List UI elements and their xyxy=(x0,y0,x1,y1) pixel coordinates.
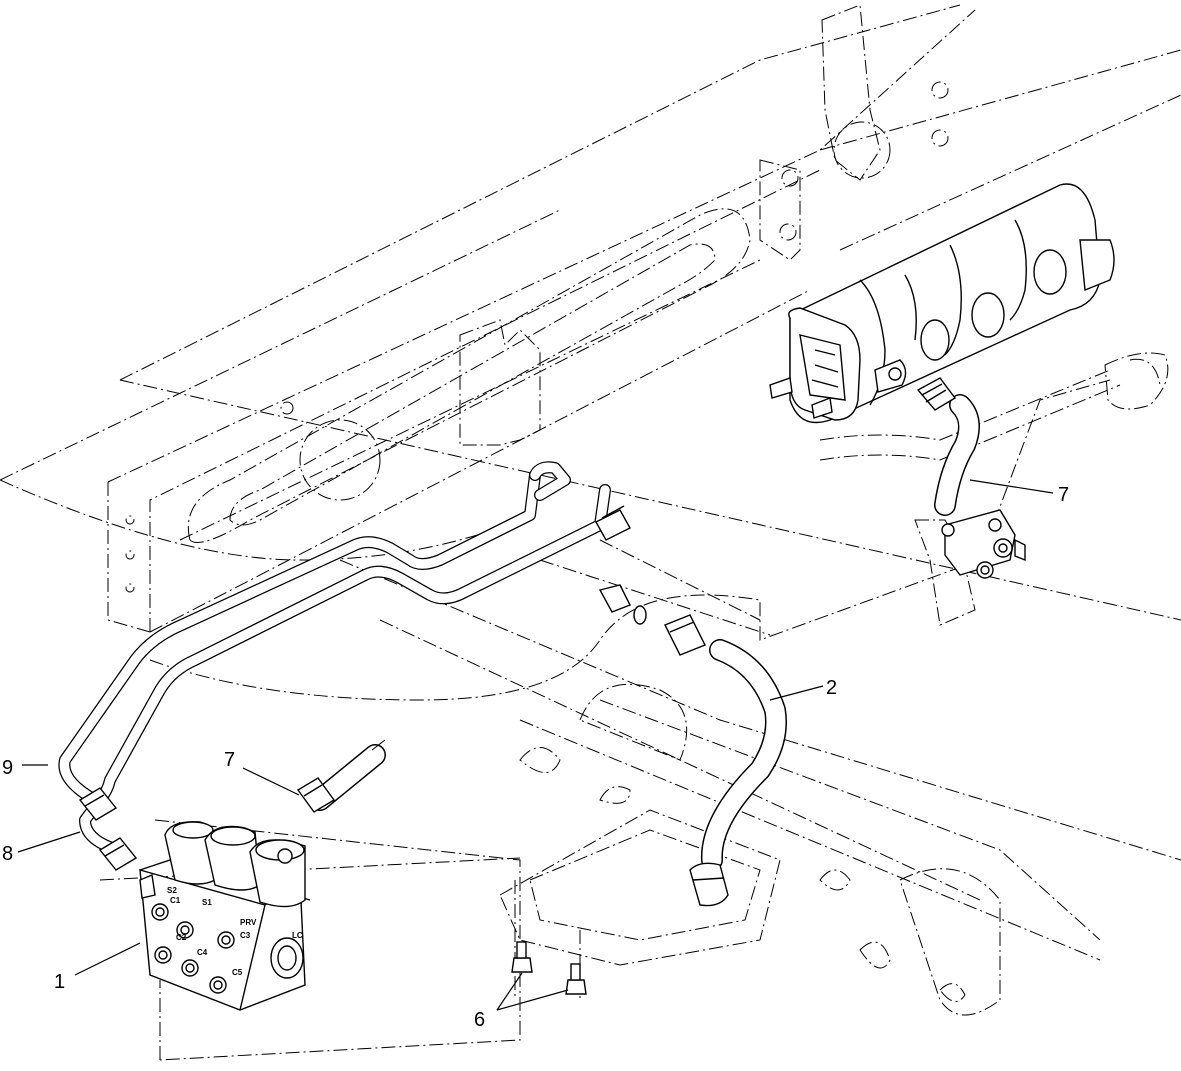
bolts xyxy=(511,941,587,995)
hydraulic-pump xyxy=(769,183,1115,424)
leader-lines xyxy=(17,479,1054,1011)
callout-2: 2 xyxy=(826,677,837,699)
port-label-s2: S2 xyxy=(167,886,177,895)
hose-7-left xyxy=(296,739,386,813)
hose-2 xyxy=(598,584,787,907)
callout-7-left: 7 xyxy=(224,749,235,771)
port-label-c2: C2 xyxy=(176,933,187,942)
callout-9: 9 xyxy=(2,757,13,779)
port-label-c3: C3 xyxy=(240,931,251,940)
hose-7-right xyxy=(916,377,980,516)
return-tube-phantom xyxy=(819,352,1169,461)
tube-nuts xyxy=(78,787,138,871)
port-label-c4: C4 xyxy=(197,948,208,957)
port-label-c5: C5 xyxy=(232,968,243,977)
callouts: 1 2 6 7 7 8 9 xyxy=(2,484,1069,1031)
valve-block: S2 S1 C1 C2 C3 C4 C5 PRV LC xyxy=(139,821,311,1011)
tube-8 xyxy=(79,484,631,856)
tee-fitting-right xyxy=(914,509,1026,626)
phantom-frame xyxy=(0,4,1181,1061)
callout-6: 6 xyxy=(474,1009,485,1031)
tube-9 xyxy=(58,461,571,806)
port-label-c1: C1 xyxy=(170,896,181,905)
port-label-s1: S1 xyxy=(202,898,212,907)
port-label-prv: PRV xyxy=(240,918,257,927)
callout-8: 8 xyxy=(2,843,13,865)
callout-1: 1 xyxy=(54,971,65,993)
callout-7-right: 7 xyxy=(1058,484,1069,506)
port-label-lc: LC xyxy=(292,931,303,940)
